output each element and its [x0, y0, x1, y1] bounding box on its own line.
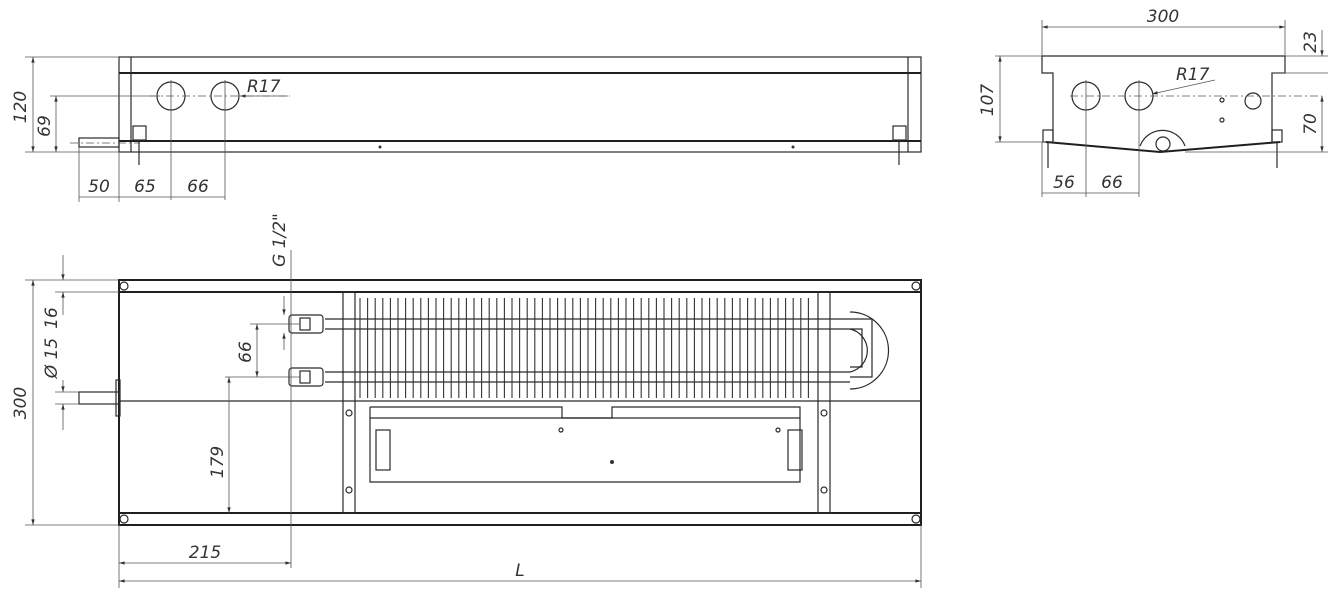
dim-length: L: [515, 561, 524, 581]
plan-view: 300 16 Ø 15 66 179 G 1/2" 215 L: [11, 213, 922, 588]
dim-width: 300: [11, 387, 31, 419]
dim-axis-height: 69: [35, 115, 55, 137]
dim-top: 23: [1301, 31, 1321, 53]
dim-connection-offset: 215: [189, 543, 221, 563]
dim-hole-spacing: 66: [1101, 173, 1123, 193]
heat-exchanger-fins: [359, 298, 809, 398]
dim-radius: R17: [247, 77, 281, 97]
dim-offset: 16: [42, 307, 62, 329]
dim-pipe-spacing: 66: [236, 341, 256, 363]
dim-pipe-height: 179: [208, 446, 228, 478]
dim-height: 107: [978, 84, 998, 117]
dim-thread: G 1/2": [270, 213, 290, 267]
dim-axis-height: 70: [1301, 113, 1321, 135]
dim-hole-spacing: 66: [187, 177, 209, 197]
dim-radius: R17: [1176, 65, 1210, 85]
dim-stub: 50: [88, 177, 110, 197]
dim-first-hole: 65: [134, 177, 156, 197]
dim-height: 120: [11, 91, 31, 123]
side-view: 120 69 50 65 66 R17: [11, 56, 922, 202]
dim-diameter: Ø 15: [42, 338, 62, 379]
end-view: 300 23 107 70 56 66 R17: [978, 7, 1328, 197]
dim-width: 300: [1147, 7, 1179, 27]
dim-first-hole: 56: [1053, 173, 1075, 193]
